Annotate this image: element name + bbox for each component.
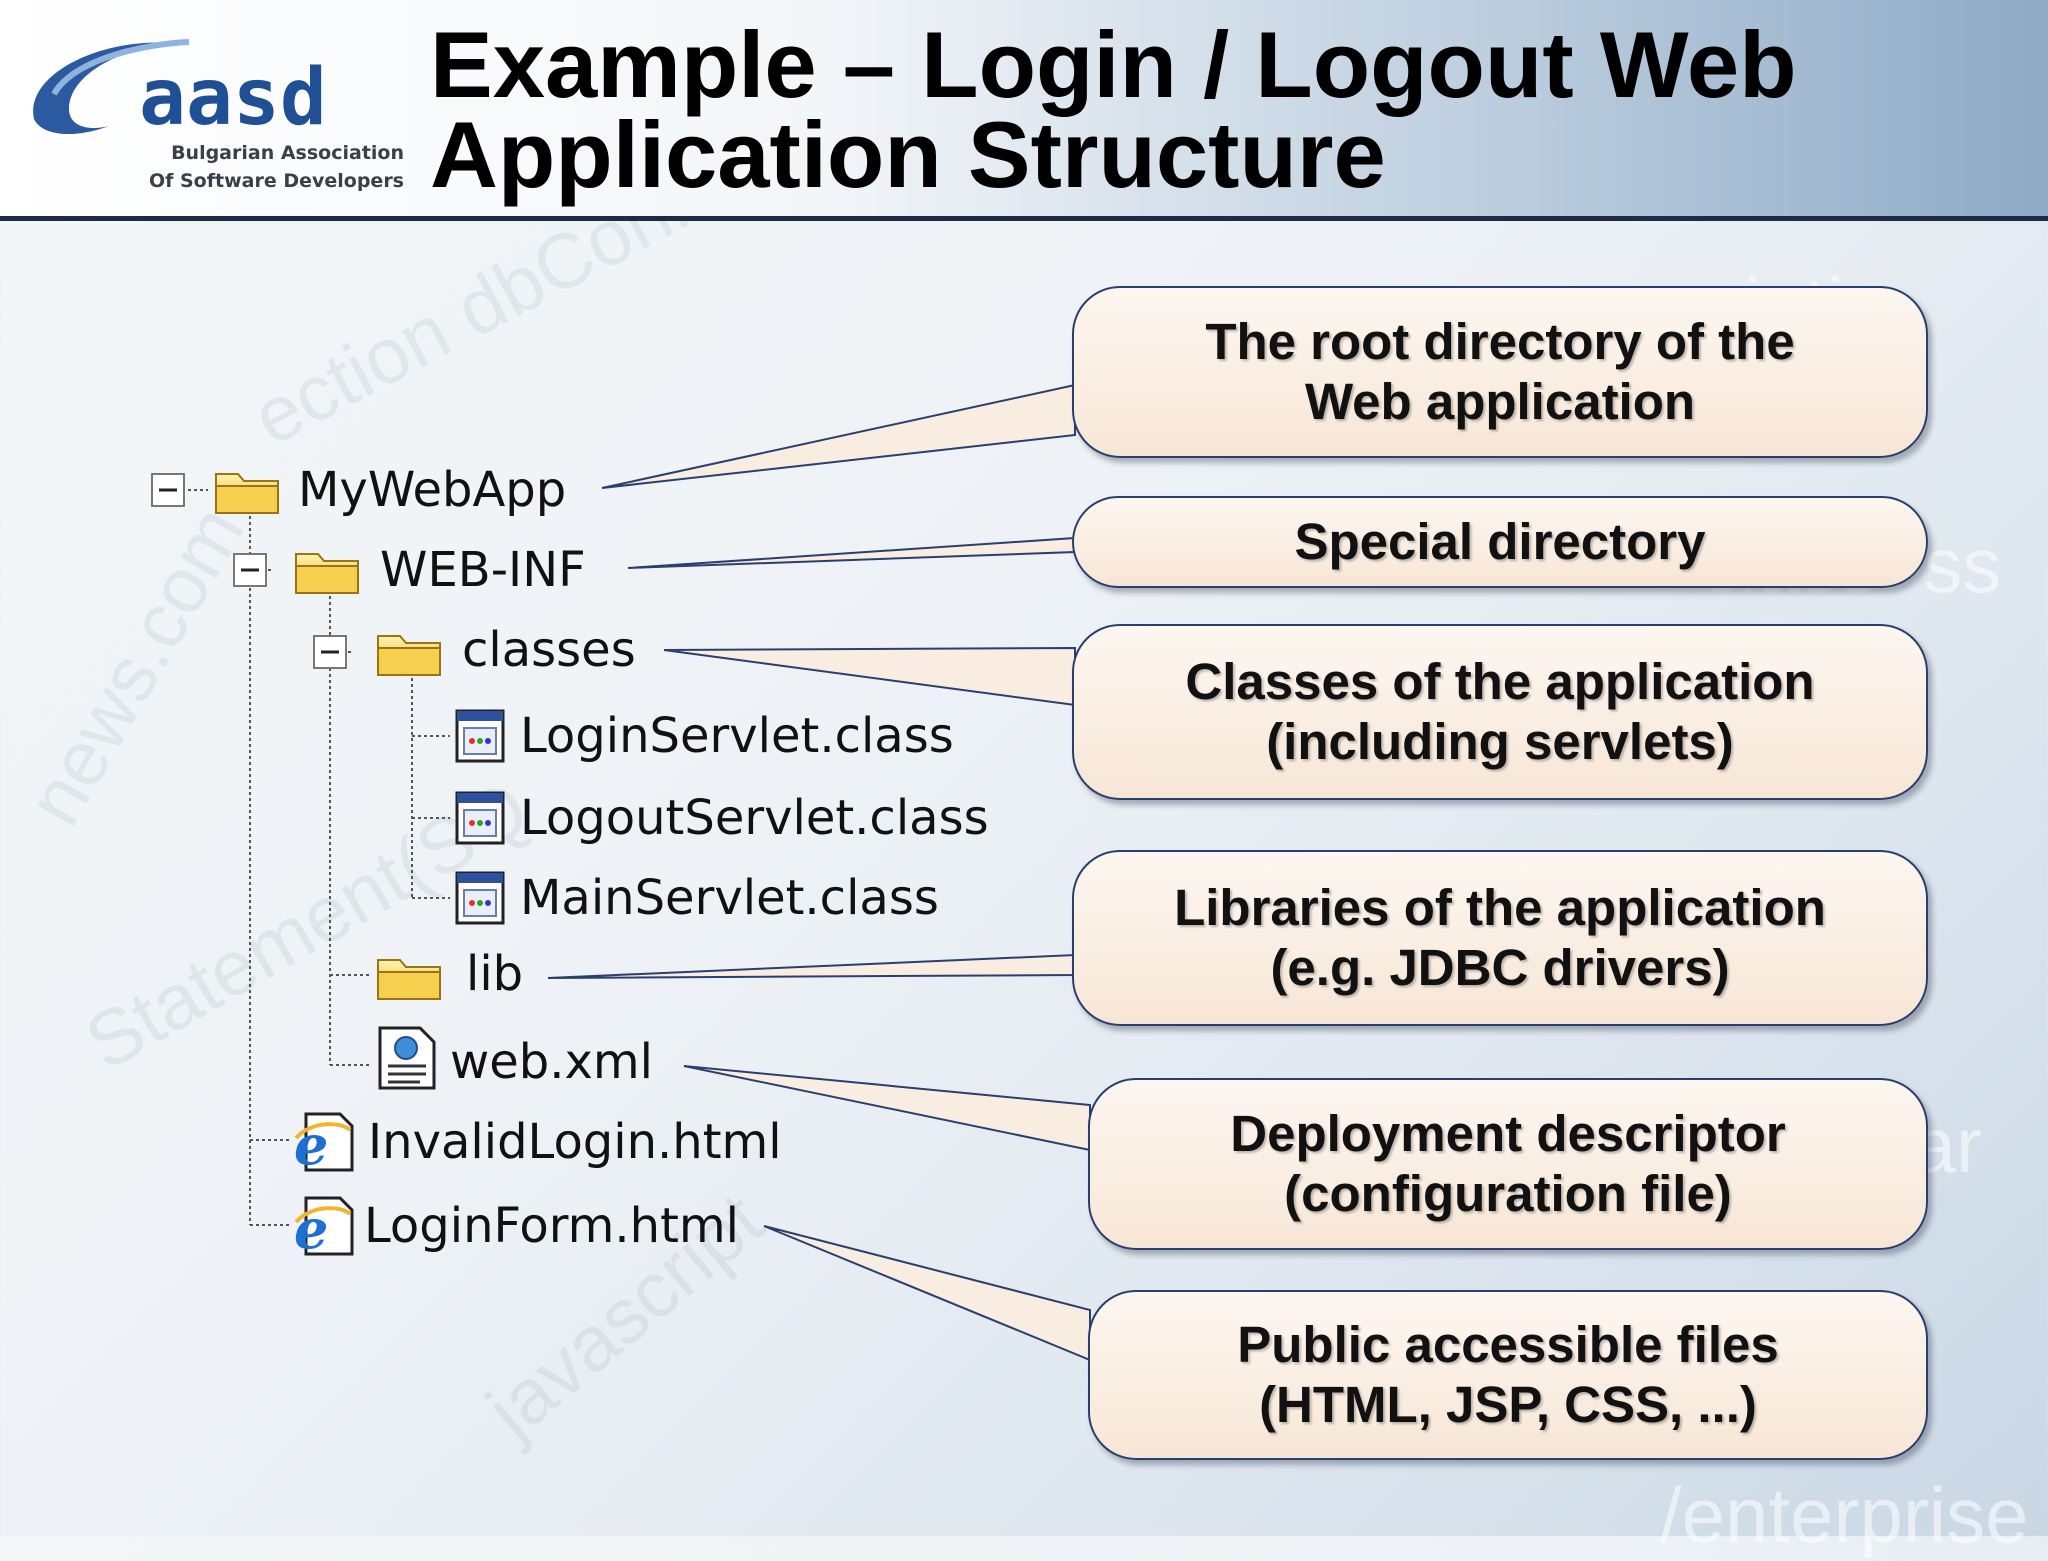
svg-text:e: e	[294, 1113, 328, 1174]
callout-libraries-text: Libraries of the application (e.g. JDBC …	[1174, 879, 1826, 996]
tree-item-login-servlet[interactable]: LoginServlet.class	[520, 708, 954, 764]
callout-deployment-descriptor: Deployment descriptor (configuration fil…	[1088, 1078, 1928, 1250]
class-file-icon	[455, 709, 505, 763]
html-file-icon: e	[294, 1112, 354, 1174]
folder-icon	[295, 553, 359, 594]
folder-icon	[377, 959, 441, 1000]
callout-public-text: Public accessible files (HTML, JSP, CSS,…	[1237, 1316, 1779, 1433]
callout-root-directory: The root directory of the Web applicatio…	[1072, 286, 1928, 458]
tree-item-mywebapp[interactable]: MyWebApp	[298, 462, 567, 518]
page-title: Example – Login / Logout Web Application…	[430, 12, 2030, 207]
tree-item-logout-servlet[interactable]: LogoutServlet.class	[520, 790, 989, 846]
class-file-icon	[455, 871, 505, 925]
header-band	[0, 0, 2048, 218]
callout-root-text: The root directory of the Web applicatio…	[1205, 313, 1795, 430]
callout-classes-text: Classes of the application (including se…	[1185, 653, 1815, 770]
callout-libraries: Libraries of the application (e.g. JDBC …	[1072, 850, 1928, 1026]
tree-item-main-servlet[interactable]: MainServlet.class	[520, 870, 939, 926]
html-file-icon: e	[294, 1196, 354, 1258]
callout-public-files: Public accessible files (HTML, JSP, CSS,…	[1088, 1290, 1928, 1460]
logo-subtitle-line2: Of Software Developers	[148, 170, 404, 192]
svg-text:e: e	[294, 1197, 328, 1258]
callout-deployment-text: Deployment descriptor (configuration fil…	[1230, 1105, 1786, 1222]
callout-special-text: Special directory	[1294, 513, 1706, 570]
header-divider	[0, 216, 2048, 221]
tree-item-invalid-login[interactable]: InvalidLogin.html	[368, 1114, 782, 1170]
tree-item-web-inf[interactable]: WEB-INF	[380, 542, 586, 598]
folder-icon	[215, 473, 279, 514]
folder-icon	[377, 635, 441, 676]
class-file-icon	[455, 791, 505, 845]
title-line1: Example – Login / Logout Web	[430, 12, 1797, 117]
organization-logo: aasd Bulgarian Association Of Software D…	[14, 14, 404, 204]
logo-swoosh-icon: aasd	[33, 39, 327, 143]
callout-special-directory: Special directory	[1072, 496, 1928, 588]
logo-subtitle-line1: Bulgarian Association	[171, 142, 404, 164]
callout-classes: Classes of the application (including se…	[1072, 624, 1928, 800]
logo-wordmark: aasd	[139, 53, 327, 143]
collapse-toggle[interactable]	[233, 553, 267, 587]
tree-item-login-form[interactable]: LoginForm.html	[364, 1198, 739, 1254]
xml-file-icon	[378, 1026, 436, 1090]
title-line2: Application Structure	[430, 102, 1386, 207]
collapse-toggle[interactable]	[313, 635, 347, 669]
tree-item-web-xml[interactable]: web.xml	[450, 1034, 654, 1090]
tree-item-lib[interactable]: lib	[466, 946, 524, 1002]
collapse-toggle[interactable]	[151, 473, 185, 507]
tree-item-classes[interactable]: classes	[462, 622, 636, 678]
